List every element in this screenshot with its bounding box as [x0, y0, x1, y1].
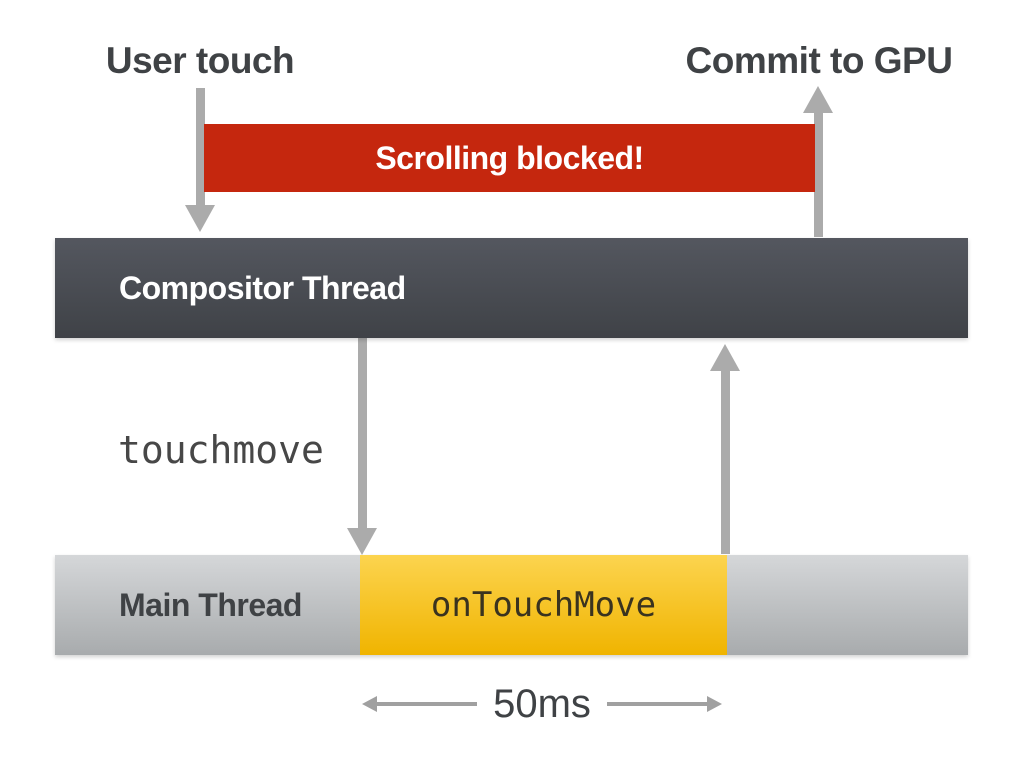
main-thread-return-up-arrow-icon	[710, 344, 740, 554]
duration-indicator: 50ms	[362, 682, 722, 726]
commit-to-gpu-up-arrow-icon	[803, 86, 833, 237]
arrow-shaft	[377, 702, 477, 706]
ontouchmove-busy-segment: onTouchMove	[360, 555, 727, 655]
right-arrow-icon	[607, 696, 722, 712]
arrow-shaft	[195, 88, 205, 205]
arrow-shaft	[720, 371, 730, 554]
arrow-head-up	[803, 86, 833, 113]
commit-to-gpu-label: Commit to GPU	[685, 40, 953, 81]
duration-label: 50ms	[493, 682, 591, 726]
touchmove-down-arrow-icon	[347, 338, 377, 555]
arrow-head-down	[185, 205, 215, 232]
main-thread-bar: Main Thread onTouchMove	[55, 555, 968, 655]
scrolling-blocked-banner: Scrolling blocked!	[204, 124, 815, 192]
compositor-thread-bar: Compositor Thread	[55, 238, 968, 338]
scrolling-blocked-text: Scrolling blocked!	[375, 139, 644, 176]
arrow-head-left	[362, 696, 377, 712]
arrow-shaft	[813, 113, 823, 237]
arrow-head-right	[707, 696, 722, 712]
compositor-thread-label: Compositor Thread	[119, 269, 406, 306]
arrow-head-up	[710, 344, 740, 371]
main-thread-label: Main Thread	[119, 586, 302, 623]
touchmove-label: touchmove	[118, 428, 324, 472]
user-touch-down-arrow-icon	[185, 88, 215, 232]
ontouchmove-label: onTouchMove	[430, 585, 657, 625]
arrow-head-down	[347, 528, 377, 555]
user-touch-label: User touch	[105, 40, 295, 81]
arrow-shaft	[357, 338, 367, 528]
arrow-shaft	[607, 702, 707, 706]
left-arrow-icon	[362, 696, 477, 712]
